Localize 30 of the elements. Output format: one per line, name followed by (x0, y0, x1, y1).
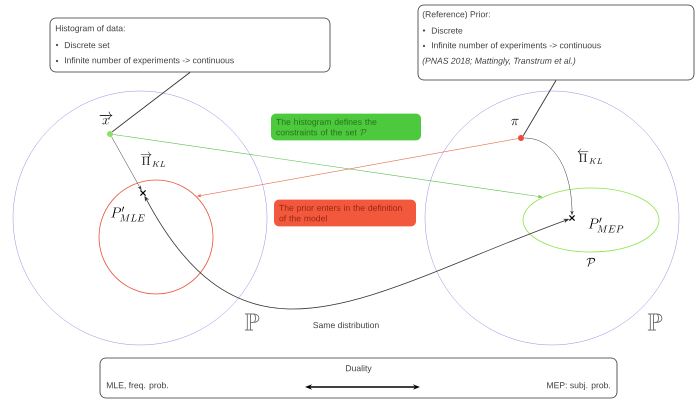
callout-box (50, 18, 330, 72)
set-symbol: $\mathbb{P}$ (244, 314, 260, 331)
citation: (PNAS 2018; Mattingly, Transtrum et al.) (422, 58, 576, 66)
math-label: $\mathcal{P}$ (586, 258, 596, 267)
box-heading: Duality (346, 364, 372, 373)
list-item: Discrete (422, 27, 462, 34)
edge-label: Same distribution (313, 322, 379, 328)
arrow (524, 138, 574, 215)
note-box: The histogram defines the constraints of the set $\mathcal{P}$ (271, 114, 421, 140)
edge-label: $\overleftarrow{\Pi}_{KL}$ (576, 148, 604, 165)
list-item: Infinite number of experiments -> continuous (56, 57, 234, 65)
callout-heading: (Reference) Prior: (422, 11, 490, 19)
leader-line (112, 72, 190, 132)
subset-circle (98, 180, 214, 294)
comparison-box (100, 358, 618, 398)
list-item: Discrete set (56, 42, 110, 48)
callout-heading: Histogram of data: (56, 25, 125, 33)
box-text: MLE, freq. prob. (106, 382, 168, 390)
arrow (111, 136, 142, 190)
math-label: $P'_{MLE}$ (111, 206, 145, 222)
edge-label: $\overrightarrow{\Pi}_{KL}$ (139, 152, 168, 168)
math-label: $P'_{MEP}$ (588, 218, 624, 232)
list-item: Infinite number of experiments -> continuous (422, 42, 601, 50)
leader-line (522, 80, 556, 136)
box-text: MEP: subj. prob. (547, 382, 610, 390)
set-symbol: $\mathbb{P}$ (648, 314, 662, 331)
math-label: $\overrightarrow{x}$ (100, 112, 112, 124)
callout-box (418, 4, 694, 80)
note-box: The prior enters in the definition of the model (274, 200, 416, 226)
math-label: $\pi$ (511, 118, 519, 126)
